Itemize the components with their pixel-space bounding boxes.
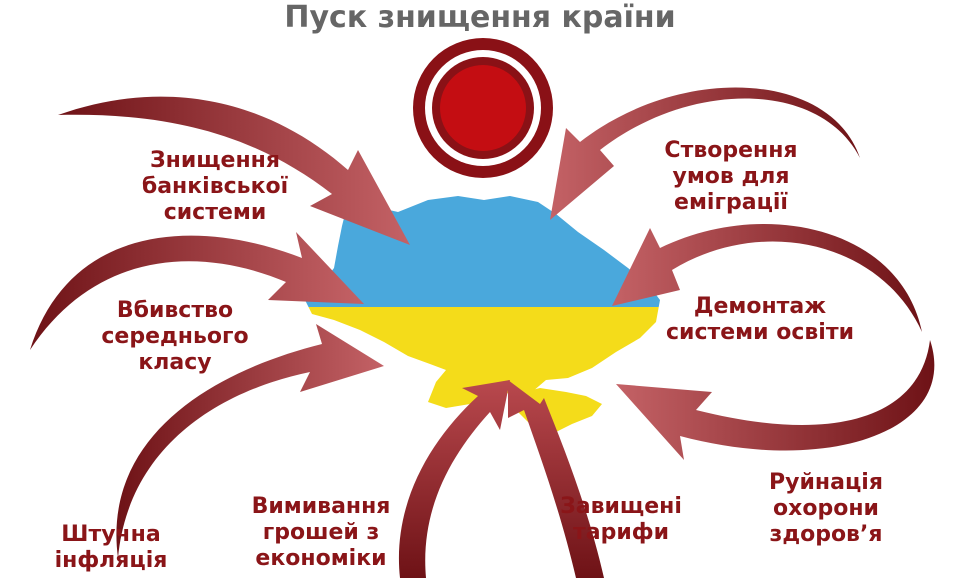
label-health-line3: здоров’я	[769, 522, 883, 547]
label-middle-class-line1: Вбивство	[116, 298, 234, 323]
label-emigration: Створення умов для еміграції	[656, 138, 806, 216]
label-education-line2: системи освіти	[665, 320, 854, 345]
label-emigration-line2: умов для	[672, 164, 790, 189]
label-tariffs: Завищені тарифи	[556, 494, 686, 546]
label-middle-class-line2: середнього	[101, 324, 249, 349]
arrow-tariffs	[508, 380, 604, 578]
arrow-inflation	[116, 324, 384, 558]
label-banking-line1: Знищення	[149, 148, 280, 173]
label-tariffs-line1: Завищені	[560, 494, 682, 519]
arrow-emigration	[550, 87, 860, 220]
label-banking-line2: банківської	[141, 174, 289, 199]
label-money-line2: грошей з	[262, 520, 380, 545]
page-title: Пуск знищення країни	[284, 0, 676, 35]
label-tariffs-line2: тарифи	[572, 520, 669, 545]
arrow-money	[398, 380, 510, 578]
arrow-middle-class	[30, 232, 364, 350]
label-health: Руйнація охорони здоров’я	[756, 470, 896, 548]
arrow-education	[612, 223, 922, 332]
label-health-line2: охорони	[773, 496, 879, 521]
label-money-line1: Вимивання	[251, 494, 391, 519]
label-inflation-line2: інфляція	[54, 548, 168, 573]
arrow-banking	[58, 96, 410, 245]
label-emigration-line3: еміграції	[674, 190, 788, 215]
label-inflation-line1: Штучна	[61, 522, 161, 547]
arrow-health	[616, 340, 935, 460]
label-banking-line3: системи	[163, 200, 267, 225]
label-money: Вимивання грошей з економіки	[246, 494, 396, 572]
label-banking: Знищення банківської системи	[140, 148, 290, 226]
label-middle-class: Вбивство середнього класу	[100, 298, 250, 376]
arrows	[30, 87, 935, 578]
target-symbol-icon	[413, 38, 553, 178]
label-inflation: Штучна інфляція	[46, 522, 176, 574]
label-money-line3: економіки	[255, 546, 387, 571]
label-education: Демонтаж системи освіти	[660, 294, 860, 346]
label-education-line1: Демонтаж	[693, 294, 827, 319]
label-middle-class-line3: класу	[138, 350, 212, 375]
label-emigration-line1: Створення	[664, 138, 798, 163]
label-health-line1: Руйнація	[769, 470, 883, 495]
